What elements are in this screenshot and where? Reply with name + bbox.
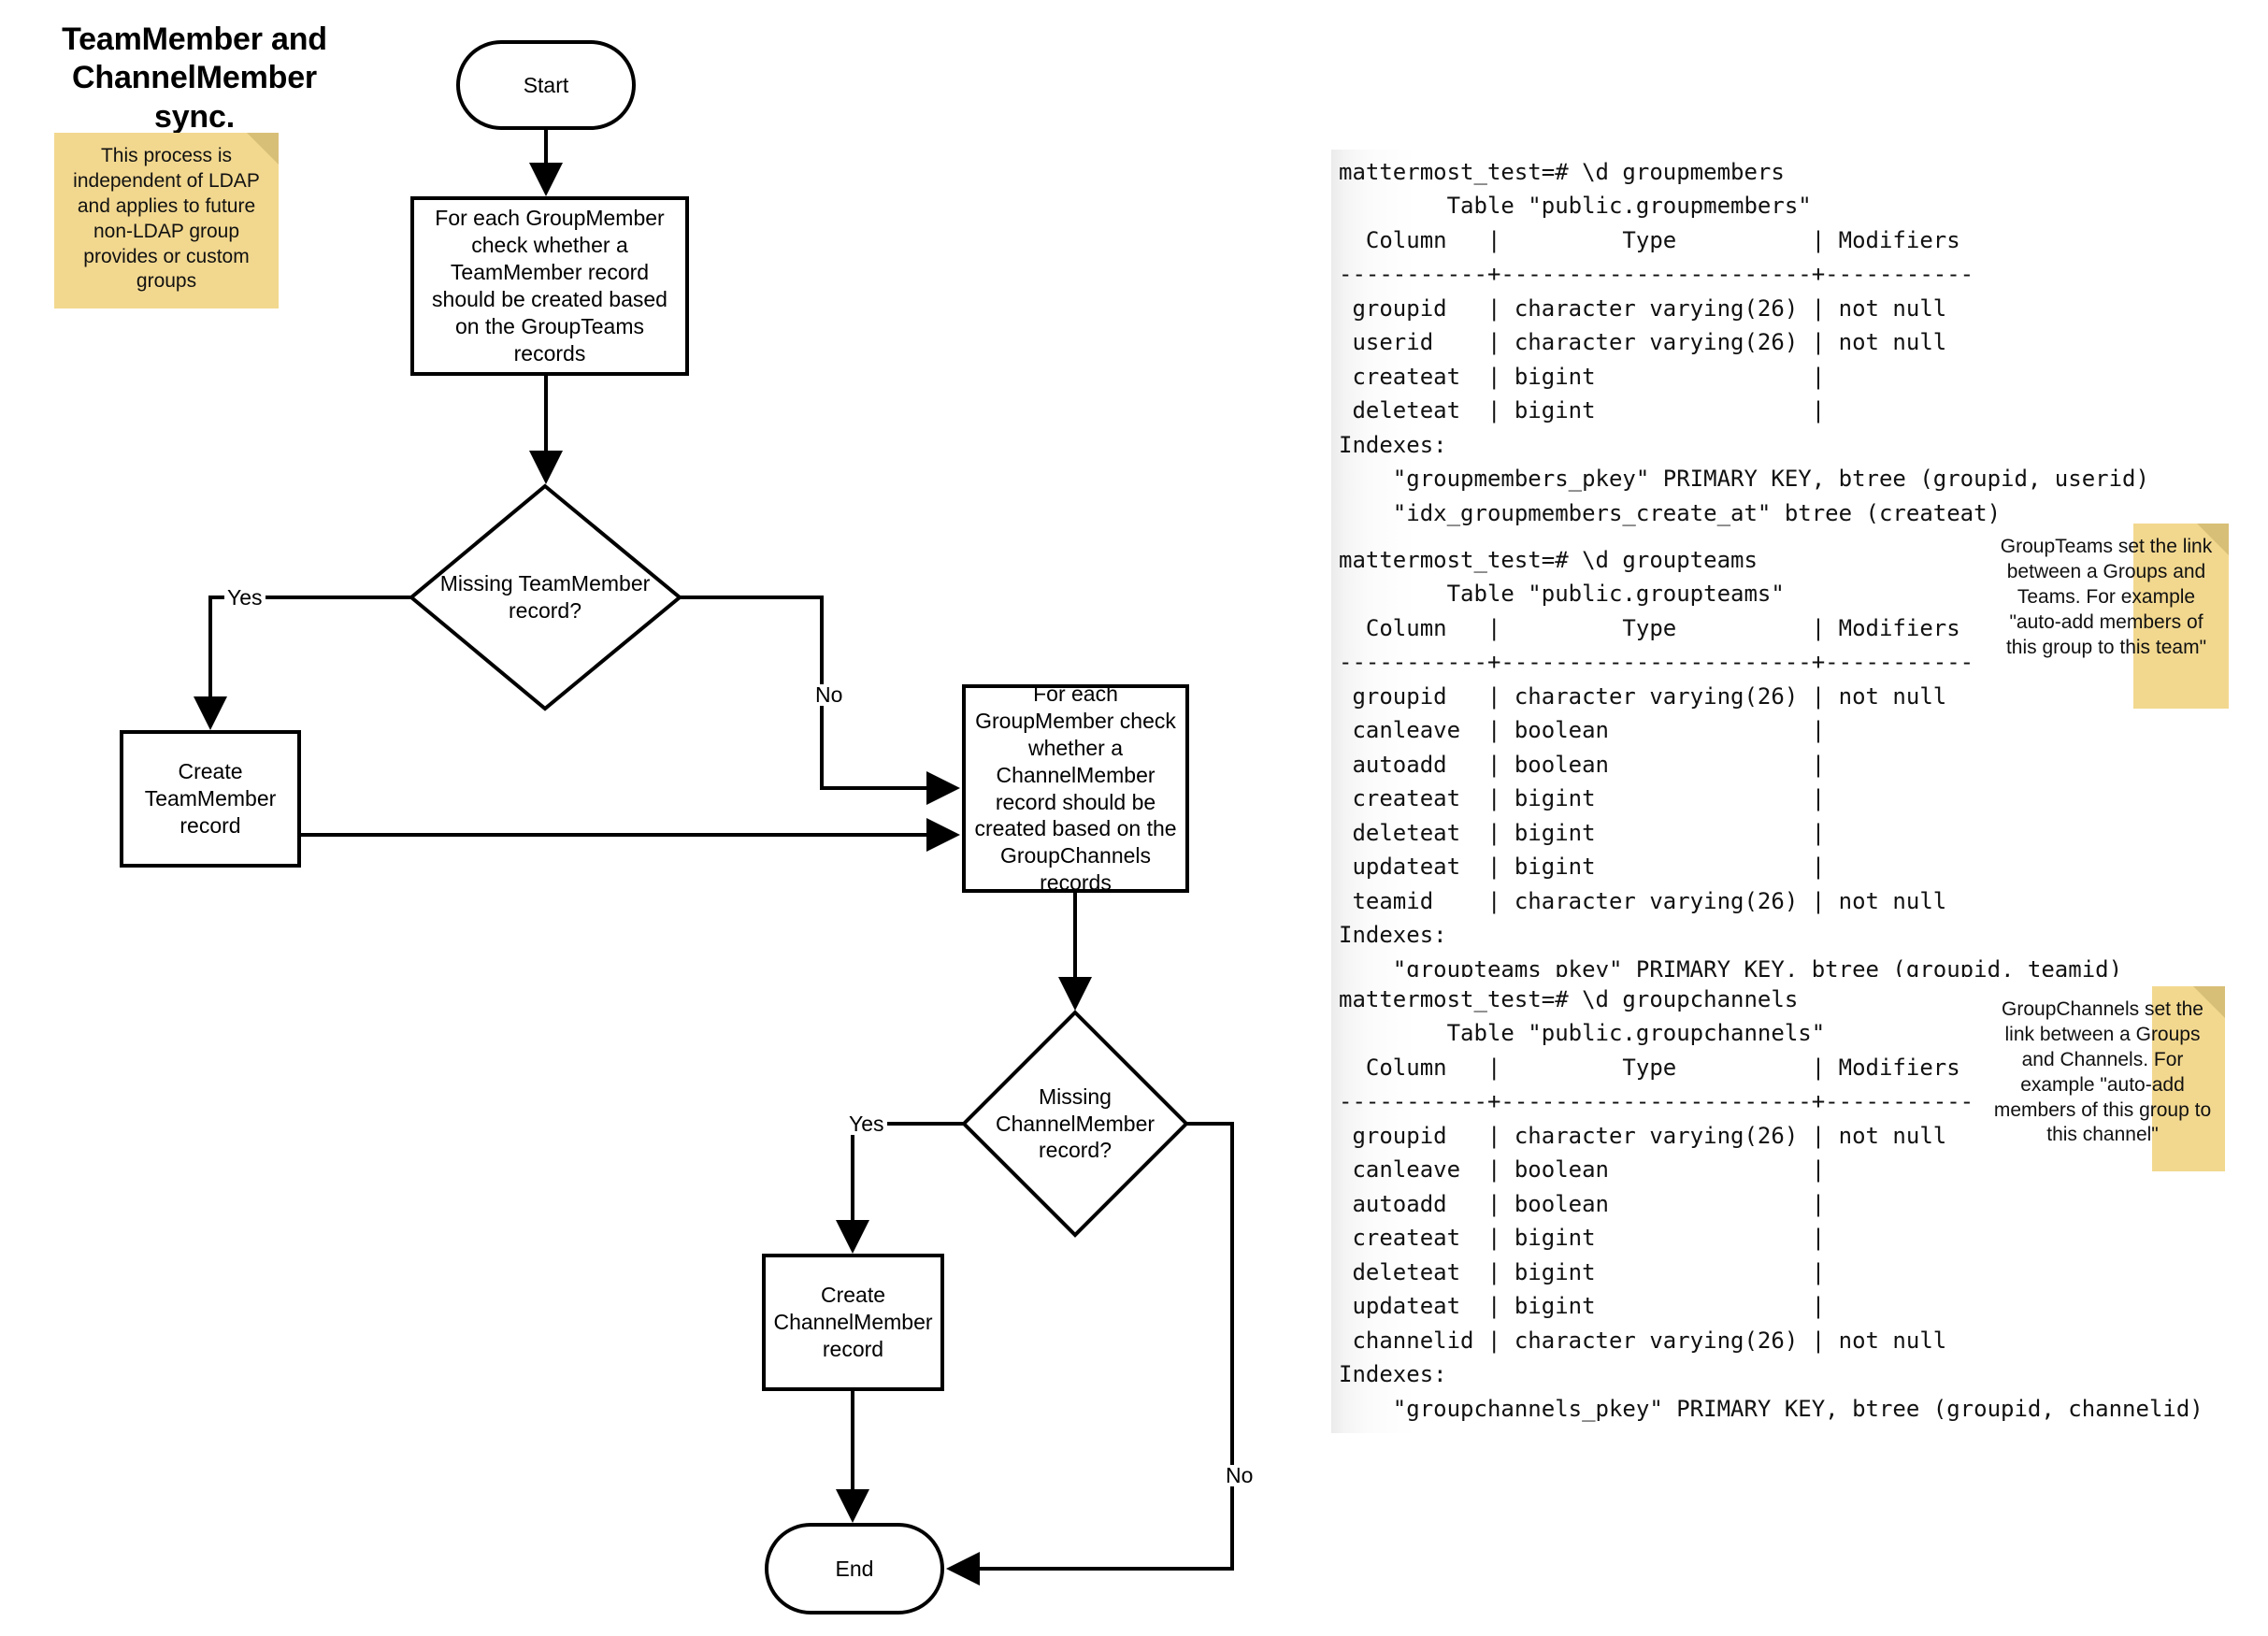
node-check-channelmember-label: For each GroupMember check whether a Cha… [974,681,1177,896]
note-ldap-text: This process is independent of LDAP and … [73,145,260,293]
node-check-channelmember-shape [962,684,1189,893]
node-create-channelmember-label: Create ChannelMember record [773,1283,933,1361]
terminal-groupmembers: mattermost_test=# \d groupmembers Table … [1331,150,2149,538]
note-fold-corner-icon [2197,524,2229,555]
edge-missing-channelmember-no [946,1122,1234,1586]
note-fold-corner-icon [247,133,279,165]
node-check-teammember-label: For each GroupMember check whether a Tea… [432,206,667,366]
node-end-shape [765,1523,944,1614]
note-groupchannels: GroupChannels set the link between a Gro… [1980,986,2225,1171]
page-title-line-2: ChannelMember sync. [72,60,317,135]
node-missing-teammember-label: Missing TeamMember record? [439,571,651,623]
note-groupteams-text: GroupTeams set the link between a Groups… [2000,536,2213,658]
terminal-groupteams: mattermost_test=# \d groupteams Table "p… [1331,538,2133,995]
note-ldap: This process is independent of LDAP and … [54,133,279,309]
node-missing-channelmember-label: Missing ChannelMember record? [995,1083,1156,1163]
node-missing-channelmember-shape [961,1010,1189,1238]
edge-label-yes-teammember: Yes [224,587,266,609]
note-fold-corner-icon [2193,986,2225,1018]
note-groupchannels-text: GroupChannels set the link between a Gro… [1993,998,2212,1146]
note-groupteams: GroupTeams set the link between a Groups… [1984,524,2229,709]
node-start-label: Start [523,72,569,97]
node-create-channelmember-shape [762,1254,944,1391]
edge-label-no-channelmember: No [1223,1465,1256,1486]
page-title-line-1: TeamMember and [62,22,327,57]
page-title: TeamMember and ChannelMember sync. [54,21,335,136]
node-check-teammember-shape [410,196,689,376]
edge-label-yes-channelmember: Yes [846,1113,887,1135]
node-create-teammember-label: Create TeamMember record [144,759,277,838]
node-missing-teammember-shape [408,483,683,711]
terminal-groupchannels: mattermost_test=# \d groupchannels Table… [1331,977,2203,1434]
edge-label-no-teammember: No [812,684,846,706]
edge-missing-channelmember-yes [836,1122,964,1254]
node-end-label: End [835,1556,874,1581]
node-create-teammember-shape [120,730,301,868]
edge-missing-teammember-yes [194,596,411,730]
